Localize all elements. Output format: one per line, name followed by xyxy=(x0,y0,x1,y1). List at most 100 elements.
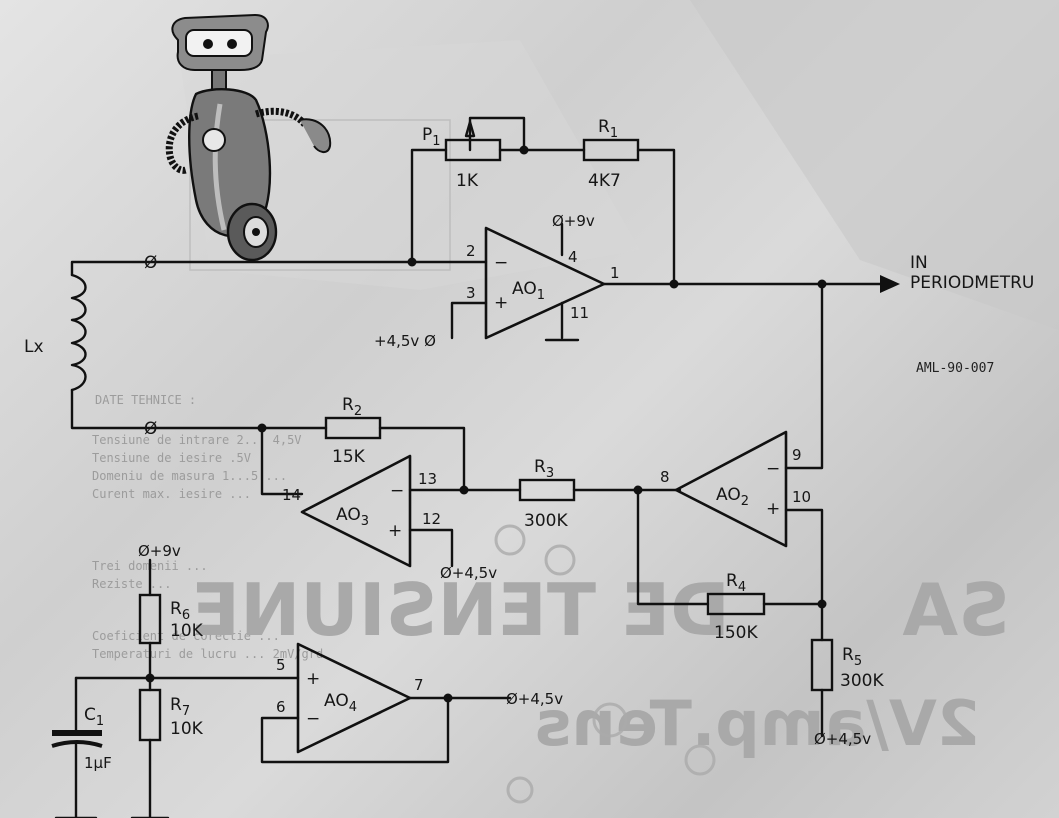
opamp-ao4 xyxy=(296,642,412,754)
mirrored-headline: DE TENSIUNE xyxy=(191,568,730,652)
label-r1: R1 xyxy=(598,117,618,141)
pin-number: 4 xyxy=(568,248,578,266)
background-text-line: Reziste ... xyxy=(92,577,171,591)
opamp-ao3 xyxy=(300,454,412,568)
wire-r4-left xyxy=(636,488,710,606)
label-r6: R6 xyxy=(170,599,190,623)
pin-number: 3 xyxy=(466,284,476,302)
pin-number: 6 xyxy=(276,698,286,716)
resistor-r5 xyxy=(810,638,834,692)
label-ao3: AO3 xyxy=(336,505,369,529)
pin-number: 9 xyxy=(792,446,802,464)
ao3-plus-sign: + xyxy=(388,521,402,541)
label-p1: P1 xyxy=(422,125,441,149)
output-labels: IN PERIODMETRU AML-90-007 xyxy=(910,253,1034,376)
value-r7: 10K xyxy=(170,719,204,739)
output-label-destination: PERIODMETRU xyxy=(910,273,1034,293)
supply-label: Ø+9v xyxy=(138,542,181,560)
wire-r2-right xyxy=(378,426,466,492)
resistor-r2 xyxy=(324,416,382,440)
background-text-line: Tensiune de intrare 2... 4,5V xyxy=(92,433,302,447)
pin-number: 14 xyxy=(282,486,301,504)
label-r4: R4 xyxy=(726,571,746,595)
pin-number: 13 xyxy=(418,470,437,488)
label-ao1: AO1 xyxy=(512,279,545,303)
background-frame xyxy=(189,119,451,271)
supply-label: Ø+9v xyxy=(552,212,595,230)
polarity-signs: − + − + − + + − xyxy=(306,253,780,729)
supply-label: Ø+4,5v xyxy=(440,564,497,582)
background-text-line: Curent max. iesire ... xyxy=(92,487,251,501)
wires xyxy=(54,116,900,818)
schematic-code: AML-90-007 xyxy=(916,361,994,376)
resistors xyxy=(138,138,834,742)
pin-number: 12 xyxy=(422,510,441,528)
pin-number: 7 xyxy=(414,676,424,694)
pin-number: 5 xyxy=(276,656,286,674)
value-r2: 15K xyxy=(332,447,366,467)
background-text-line: DATE TEHNICE : xyxy=(95,393,196,407)
pin-number: 11 xyxy=(570,304,589,322)
mirrored-headline: SA xyxy=(902,568,1010,652)
pin-number: 8 xyxy=(660,468,670,486)
value-r4: 150K xyxy=(714,623,758,643)
label-lx: Lx xyxy=(24,337,44,357)
junction-dot xyxy=(817,599,827,609)
ao4-plus-sign: + xyxy=(306,669,320,689)
resistor-r7 xyxy=(138,688,162,742)
pin-number: 10 xyxy=(792,488,811,506)
ao1-plus-sign: + xyxy=(494,293,508,313)
background-panel xyxy=(180,40,640,290)
wire-ao3-out xyxy=(260,426,304,496)
mirrored-subheadline: 2V/amp.Tens xyxy=(535,687,980,760)
component-labels: P1 1K R1 4K7 R2 15K R3 300K R4 150K R5 3… xyxy=(24,117,884,772)
junctions xyxy=(145,145,827,703)
terminal-lx-top: Ø xyxy=(144,253,157,273)
output-arrow xyxy=(880,275,900,293)
junction-dot xyxy=(443,693,453,703)
junction-dot xyxy=(407,257,417,267)
label-r3: R3 xyxy=(534,457,554,481)
wire-feedback-left xyxy=(410,148,448,264)
junction-dot xyxy=(669,279,679,289)
label-ao2: AO2 xyxy=(716,485,749,509)
junction-dot xyxy=(145,673,155,683)
wire-pot-wiper xyxy=(468,116,526,152)
resistor-r3 xyxy=(518,478,576,502)
junction-dot xyxy=(459,485,469,495)
wire-feedback-right xyxy=(636,148,676,286)
output-label-in: IN xyxy=(910,253,928,273)
value-r5: 300K xyxy=(840,671,884,691)
ao3-minus-sign: − xyxy=(390,481,404,501)
resistor-r4 xyxy=(706,592,766,616)
label-ao4: AO4 xyxy=(324,691,357,715)
wire-ao3-plus xyxy=(408,528,454,568)
junction-dot xyxy=(633,485,643,495)
label-c1: C1 xyxy=(84,705,104,729)
value-r1: 4K7 xyxy=(588,171,621,191)
mirrored-headline-group: DE TENSIUNE SA 2V/amp.Tens xyxy=(191,568,1010,760)
ao2-minus-sign: − xyxy=(766,459,780,479)
resistor-r1 xyxy=(582,138,640,162)
label-r2: R2 xyxy=(342,395,362,419)
wire-ao2-plus xyxy=(784,508,824,606)
pin-numbers: 2 3 4 1 11 9 10 8 13 12 14 5 6 7 xyxy=(276,242,811,716)
ao1-minus-sign: − xyxy=(494,253,508,273)
wire-ao1-plus xyxy=(450,301,488,340)
terminal-lx-bottom: Ø xyxy=(144,419,157,439)
junction-dot xyxy=(817,279,827,289)
ao2-plus-sign: + xyxy=(766,499,780,519)
junction-dot xyxy=(519,145,529,155)
value-r3: 300K xyxy=(524,511,568,531)
wire-to-ao2-minus xyxy=(784,282,824,470)
value-c1: 1µF xyxy=(84,754,112,772)
resistor-r6 xyxy=(138,593,162,645)
wire-lx-top xyxy=(70,260,488,277)
supply-label: Ø+4,5v xyxy=(506,690,563,708)
label-r5: R5 xyxy=(842,645,862,669)
background-text-line: Tensiune de iesire .5V xyxy=(92,451,251,465)
junction-dot xyxy=(257,423,267,433)
